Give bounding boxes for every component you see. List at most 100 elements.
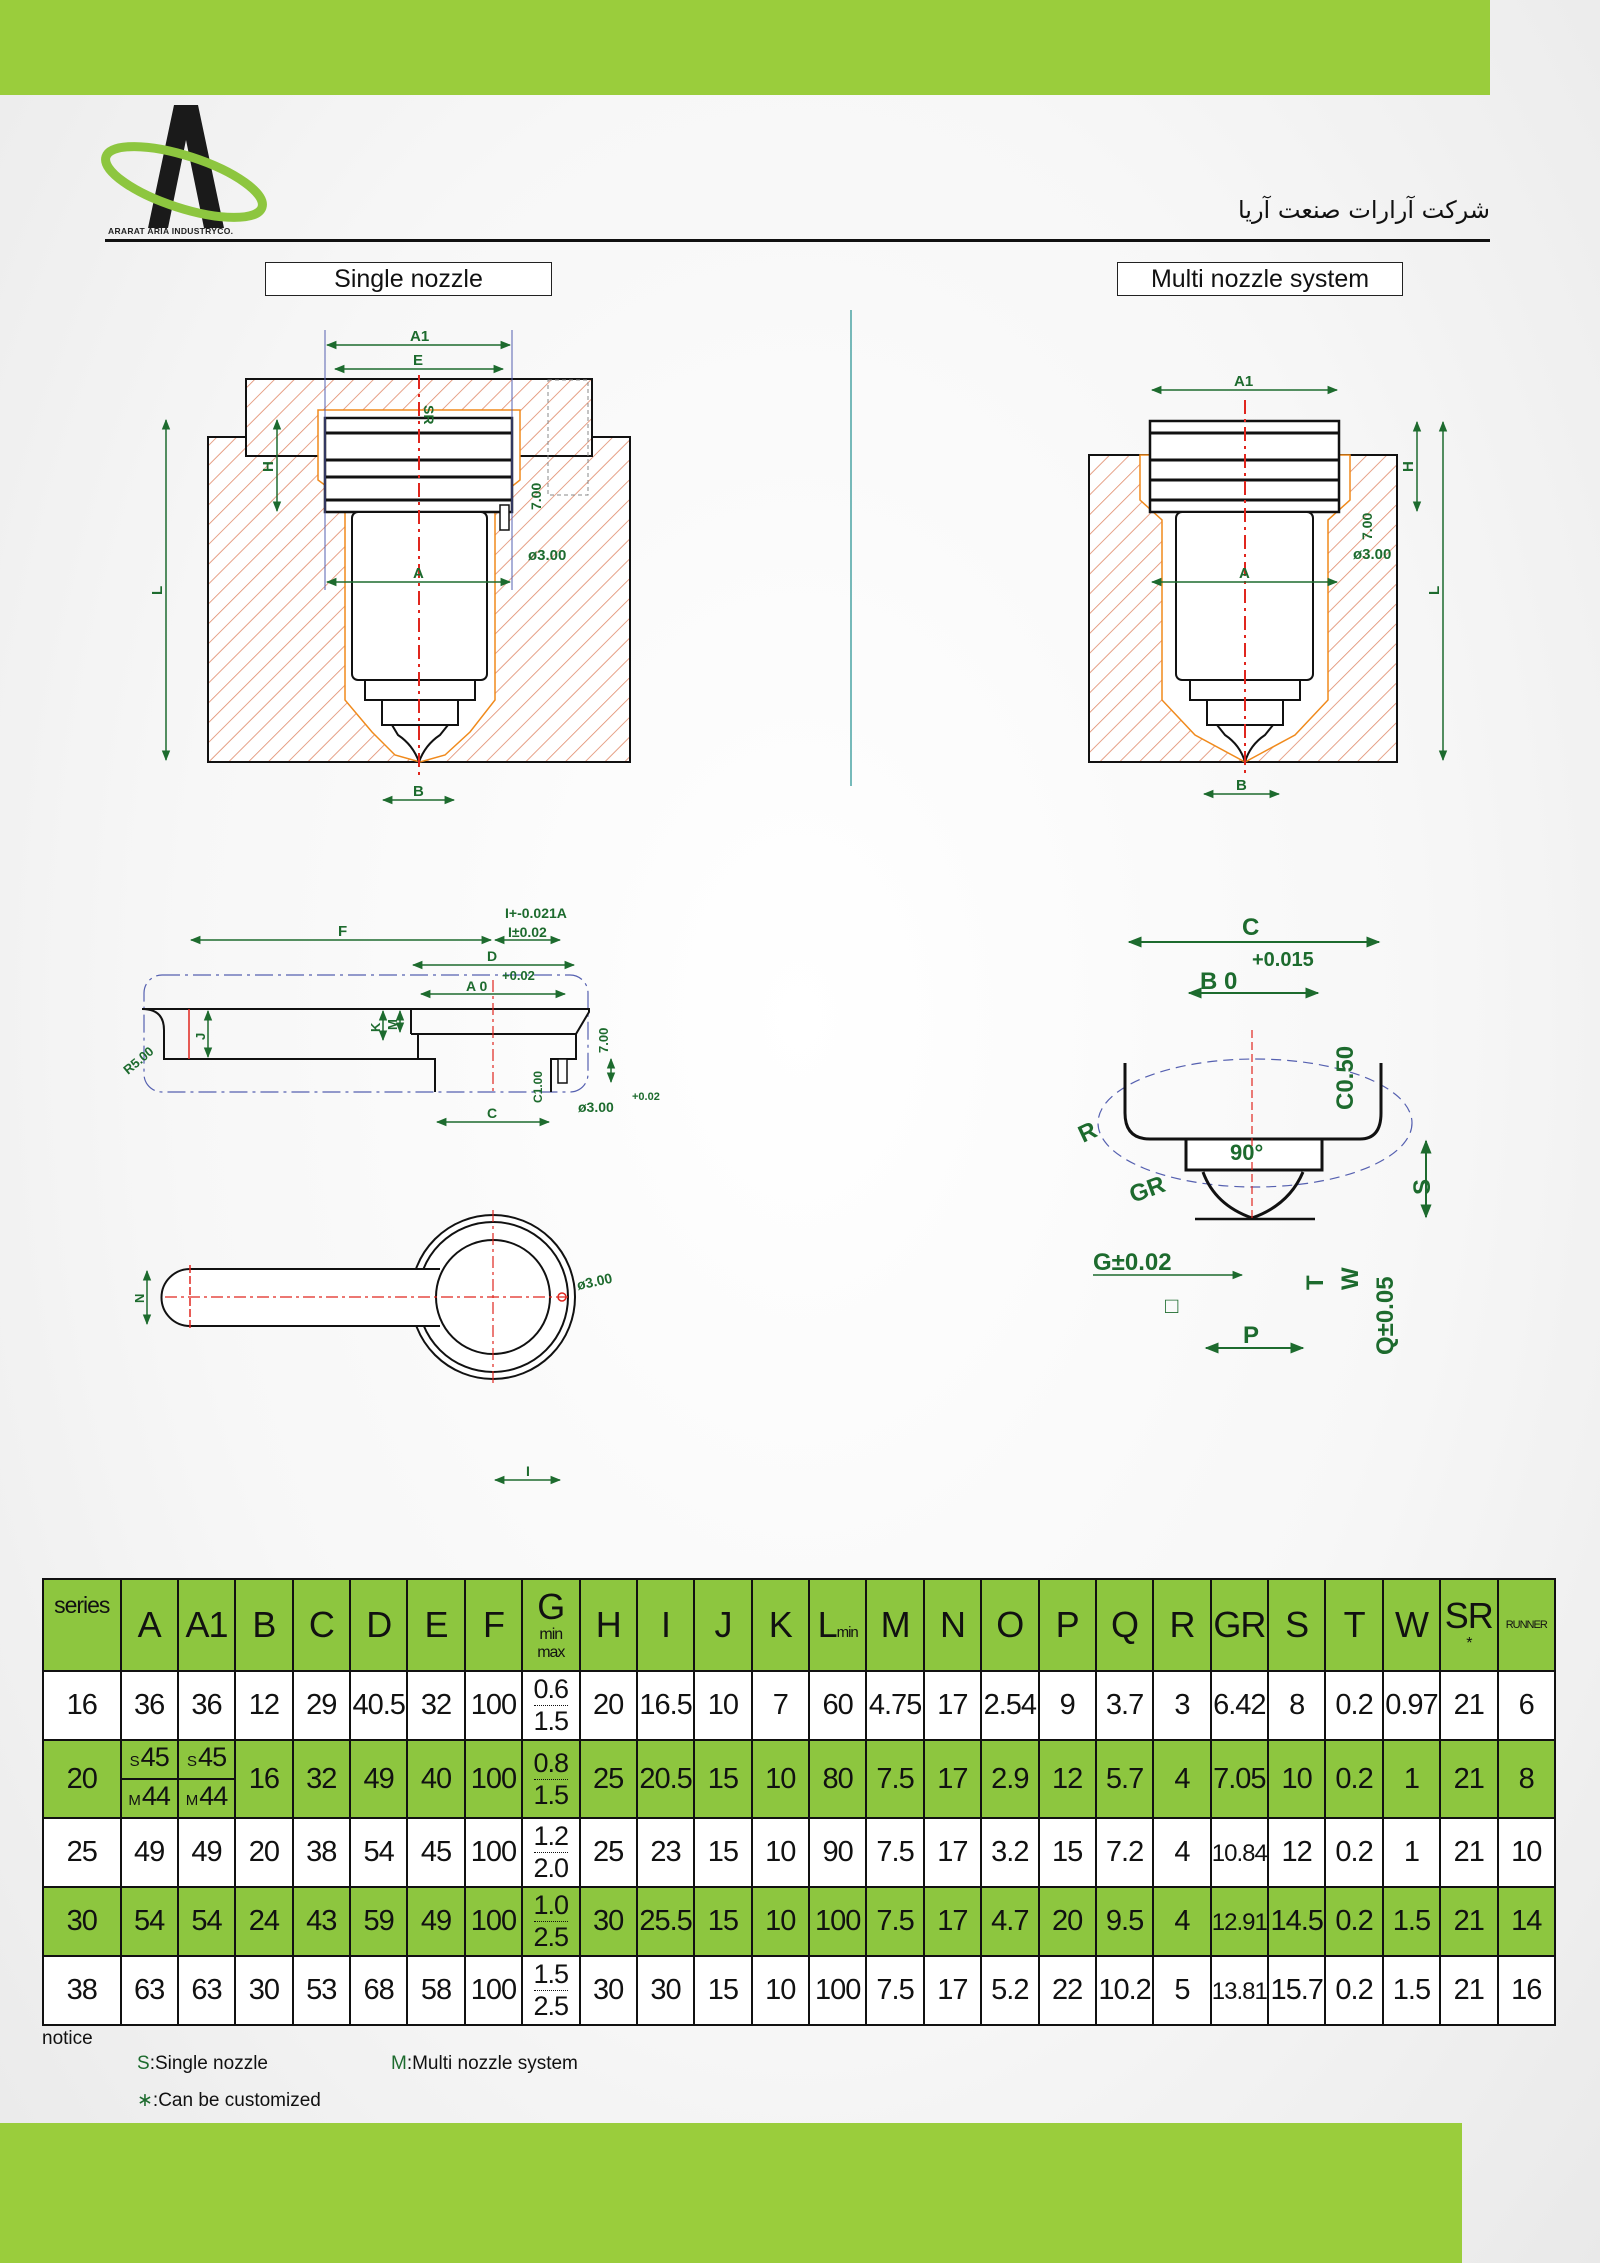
- cell-f: 100: [463, 1739, 524, 1819]
- cell-value: 21: [1453, 1762, 1485, 1795]
- cell-j: 15: [693, 1817, 753, 1888]
- cell-m: 7.5: [865, 1739, 925, 1819]
- dim-a: A: [1239, 565, 1250, 582]
- cell-t: 0.2: [1324, 1817, 1384, 1888]
- dim-gr: GR: [1126, 1171, 1169, 1209]
- cell-value: 49: [134, 1836, 165, 1868]
- dim-e: E: [413, 352, 423, 369]
- column-header-m: M: [865, 1578, 925, 1672]
- header-label: A1: [185, 1604, 229, 1645]
- cell-value: 17: [937, 1762, 968, 1795]
- cell-f: 100: [463, 1670, 524, 1741]
- column-header-k: K: [750, 1578, 811, 1672]
- cell-c: 43: [291, 1886, 352, 1957]
- cell-value: 20: [593, 1689, 624, 1721]
- cell-d: 54: [348, 1817, 409, 1888]
- split-number: 45: [198, 1742, 227, 1772]
- cell-t: 0.2: [1324, 1886, 1384, 1957]
- cell-value: 100: [814, 1974, 861, 2006]
- cell-p: 12: [1037, 1739, 1097, 1819]
- cell-h: 30: [578, 1886, 638, 1957]
- cell-value: 100: [470, 1974, 517, 2006]
- dim-pin-depth: 7.00: [1359, 513, 1375, 540]
- cell-l: 100: [807, 1955, 868, 2026]
- column-header-runner: RUNNER: [1496, 1578, 1556, 1672]
- cell-value: 13.81: [1211, 1978, 1268, 2005]
- dim-j: J: [193, 1033, 208, 1040]
- dim-k: K: [368, 1022, 383, 1032]
- cell-value: 7.2: [1105, 1836, 1144, 1868]
- cell-value: 7: [772, 1689, 789, 1721]
- cell-value: 15: [707, 1905, 739, 1937]
- cell-value: 17: [937, 1905, 968, 1937]
- dim-pin-dia: ø3.00: [575, 1270, 614, 1293]
- cell-k: 10: [750, 1886, 811, 1957]
- column-header-b: B: [234, 1578, 294, 1672]
- cell-series: 30: [42, 1886, 122, 1957]
- header-label: C: [308, 1604, 335, 1645]
- cell-value: 16.5: [639, 1689, 692, 1721]
- dim-depth: 7.00: [596, 1028, 611, 1053]
- cell-value: 1.5: [1392, 1974, 1431, 2006]
- cell-b: 12: [234, 1670, 294, 1741]
- dim-q: Q±0.05: [1372, 1276, 1399, 1355]
- cell-value: 25: [593, 1762, 624, 1795]
- cell-value: 7.5: [876, 1905, 914, 1937]
- cell-q: 7.2: [1094, 1817, 1155, 1888]
- cell-value: 58: [420, 1974, 452, 2006]
- cell-d: 68: [348, 1955, 409, 2026]
- cell-value: 45: [420, 1836, 452, 1868]
- column-header-f: F: [463, 1578, 524, 1672]
- cell-i: 16.5: [635, 1670, 696, 1741]
- cell-o: 5.2: [980, 1955, 1040, 2026]
- dim-pin-dia: ø3.00: [578, 1099, 614, 1115]
- dim-i: I: [526, 1463, 530, 1479]
- cell-e: 45: [406, 1817, 466, 1888]
- cell-value: 9: [1059, 1689, 1076, 1721]
- dim-r: R: [1074, 1117, 1101, 1149]
- dim-l: L: [149, 586, 166, 595]
- cell-i: 30: [635, 1955, 696, 2026]
- cell-e: 40: [406, 1739, 466, 1819]
- cell-s: 10: [1266, 1739, 1327, 1819]
- cell-runner: 6: [1496, 1670, 1556, 1741]
- cell-series: 16: [42, 1670, 122, 1741]
- dim-m: M: [385, 1019, 400, 1030]
- cell-value: 15: [707, 1974, 739, 2006]
- cell-value: 30: [66, 1905, 98, 1937]
- split-key: M: [128, 1792, 140, 1809]
- cell-k: 10: [750, 1739, 811, 1819]
- cell-value: 6.42: [1213, 1689, 1266, 1721]
- cell-a1: 63: [176, 1955, 237, 2026]
- dim-s: S: [1409, 1179, 1436, 1195]
- column-header-n: N: [922, 1578, 983, 1672]
- header-label: GR: [1213, 1604, 1266, 1645]
- column-header-s: S: [1266, 1578, 1327, 1672]
- header-label: T: [1343, 1604, 1366, 1645]
- multi-nozzle-title: Multi nozzle system: [1117, 262, 1403, 296]
- cell-value: 54: [363, 1836, 395, 1868]
- cell-q: 10.2: [1094, 1955, 1155, 2026]
- cell-value: 5.7: [1105, 1762, 1144, 1795]
- cell-e: 32: [406, 1670, 466, 1741]
- cell-value: 7.5: [876, 1974, 914, 2006]
- cell-value: 30: [248, 1974, 280, 2006]
- split-key: S: [129, 1753, 140, 1770]
- cell-value: 17: [937, 1974, 968, 2006]
- cell-value: 21: [1453, 1689, 1485, 1721]
- split-key: S: [187, 1753, 197, 1770]
- cell-value: 0.2: [1335, 1689, 1373, 1721]
- cell-value: 17: [937, 1689, 968, 1721]
- cell-gr: 6.42: [1209, 1670, 1270, 1741]
- cell-o: 2.54: [980, 1670, 1040, 1741]
- dim-w: W: [1337, 1267, 1364, 1290]
- cell-value: 4.7: [991, 1905, 1029, 1937]
- cell-w: 1: [1381, 1739, 1442, 1819]
- plan-view-drawing: N I ø3.00: [132, 1210, 614, 1485]
- cell-t: 0.2: [1324, 1670, 1384, 1741]
- cell-value: 5: [1174, 1974, 1190, 2006]
